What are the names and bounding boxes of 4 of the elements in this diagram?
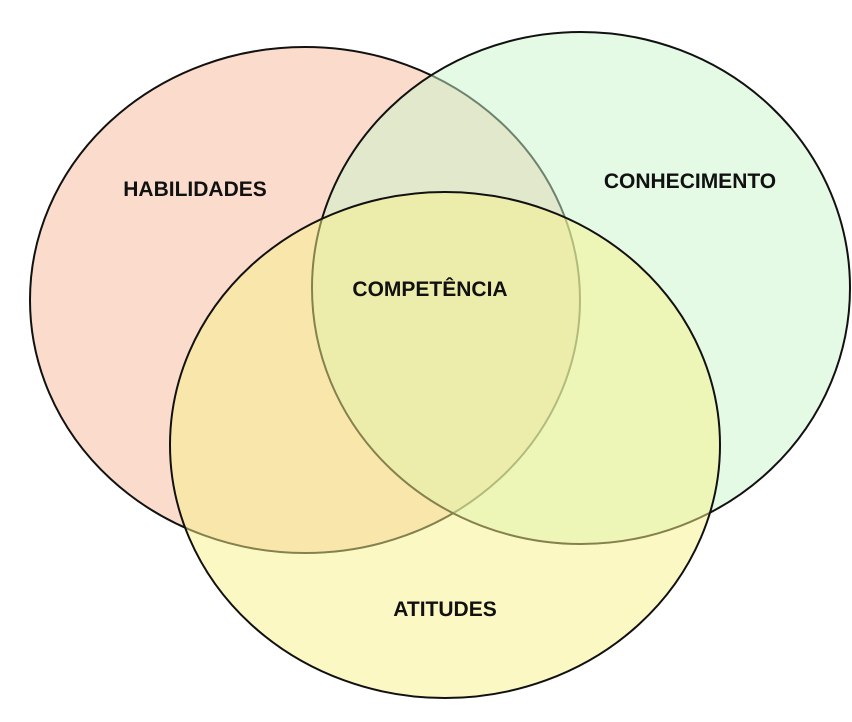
circle-label: HABILIDADES: [123, 178, 267, 202]
circle-label: CONHECIMENTO: [604, 170, 776, 194]
overlap-label: COMPETÊNCIA: [352, 278, 508, 302]
circle-label: ATITUDES: [393, 598, 497, 622]
